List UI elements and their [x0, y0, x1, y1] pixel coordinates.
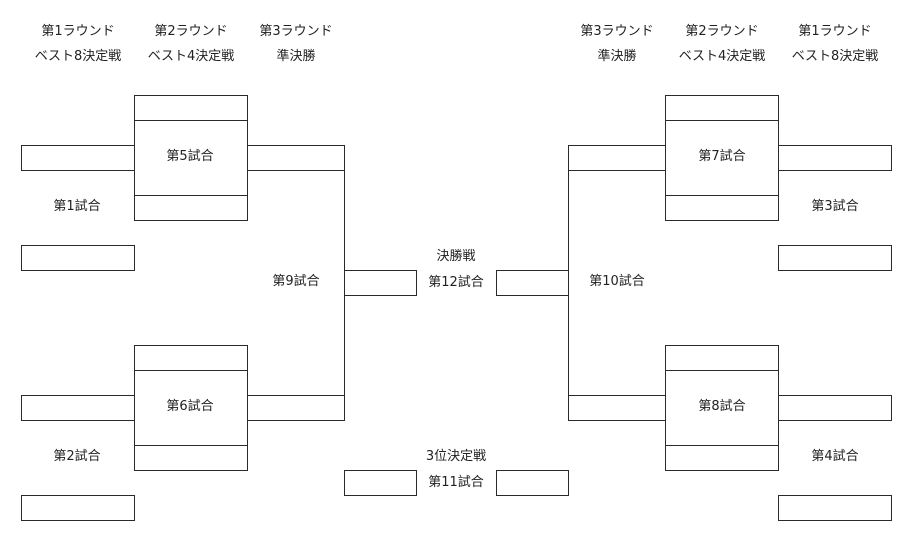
- bracket-line: [344, 170, 345, 396]
- match-4-label: 第4試合: [811, 449, 859, 464]
- entry-slot[interactable]: [134, 95, 248, 121]
- entry-slot[interactable]: [665, 345, 779, 371]
- round1-header-left: 第1ラウンド ベスト8決定戦: [22, 19, 134, 69]
- round1-title: 第1ラウンド: [798, 24, 872, 39]
- match-8-label: 第8試合: [698, 399, 746, 414]
- bracket-line: [568, 170, 569, 396]
- final-slot-left[interactable]: [344, 270, 417, 296]
- third-place-title: 3位決定戦: [425, 449, 487, 464]
- round3-title: 第3ラウンド: [580, 24, 654, 39]
- round3-title: 第3ラウンド: [259, 24, 333, 39]
- winner-slot[interactable]: [665, 445, 779, 471]
- match-7-label: 第7試合: [698, 149, 746, 164]
- winner-slot[interactable]: [247, 145, 345, 171]
- bracket-line: [778, 370, 779, 470]
- entry-slot[interactable]: [21, 145, 135, 171]
- round1-header-right: 第1ラウンド ベスト8決定戦: [779, 19, 891, 69]
- entry-slot[interactable]: [778, 145, 892, 171]
- round2-subtitle: ベスト4決定戦: [147, 49, 235, 64]
- bracket-line: [247, 370, 248, 470]
- match-3-label: 第3試合: [811, 199, 859, 214]
- final-title: 決勝戦: [436, 249, 476, 264]
- entry-slot[interactable]: [778, 245, 892, 271]
- round2-header-right: 第2ラウンド ベスト4決定戦: [666, 19, 778, 69]
- match-9-label: 第9試合: [272, 274, 320, 289]
- winner-slot[interactable]: [665, 195, 779, 221]
- winner-slot[interactable]: [134, 445, 248, 471]
- entry-slot[interactable]: [778, 495, 892, 521]
- bracket-line: [665, 370, 666, 470]
- winner-slot[interactable]: [568, 145, 666, 171]
- match-1-label: 第1試合: [53, 199, 101, 214]
- round3-subtitle: 準決勝: [597, 49, 637, 64]
- round1-title: 第1ラウンド: [41, 24, 115, 39]
- round2-subtitle: ベスト4決定戦: [678, 49, 766, 64]
- third-place-slot-left[interactable]: [344, 470, 417, 496]
- match-5-label: 第5試合: [166, 149, 214, 164]
- round3-subtitle: 準決勝: [276, 49, 316, 64]
- entry-slot[interactable]: [21, 495, 135, 521]
- third-place-slot-right[interactable]: [496, 470, 569, 496]
- winner-slot[interactable]: [247, 395, 345, 421]
- bracket-line: [247, 120, 248, 220]
- winner-slot[interactable]: [134, 195, 248, 221]
- round1-subtitle: ベスト8決定戦: [34, 49, 122, 64]
- bracket-line: [134, 120, 135, 220]
- match-6-label: 第6試合: [166, 399, 214, 414]
- round3-header-left: 第3ラウンド 準決勝: [240, 19, 352, 69]
- round3-header-right: 第3ラウンド 準決勝: [561, 19, 673, 69]
- match-10-label: 第10試合: [589, 274, 645, 289]
- entry-slot[interactable]: [134, 345, 248, 371]
- entry-slot[interactable]: [778, 395, 892, 421]
- round2-title: 第2ラウンド: [154, 24, 228, 39]
- bracket-line: [778, 120, 779, 220]
- round2-header-left: 第2ラウンド ベスト4決定戦: [135, 19, 247, 69]
- entry-slot[interactable]: [21, 245, 135, 271]
- match-2-label: 第2試合: [53, 449, 101, 464]
- round2-title: 第2ラウンド: [685, 24, 759, 39]
- bracket-line: [665, 120, 666, 220]
- match-12-label: 第12試合: [428, 275, 484, 290]
- round1-subtitle: ベスト8決定戦: [791, 49, 879, 64]
- entry-slot[interactable]: [21, 395, 135, 421]
- bracket-line: [134, 370, 135, 470]
- winner-slot[interactable]: [568, 395, 666, 421]
- entry-slot[interactable]: [665, 95, 779, 121]
- match-11-label: 第11試合: [428, 475, 484, 490]
- final-slot-right[interactable]: [496, 270, 569, 296]
